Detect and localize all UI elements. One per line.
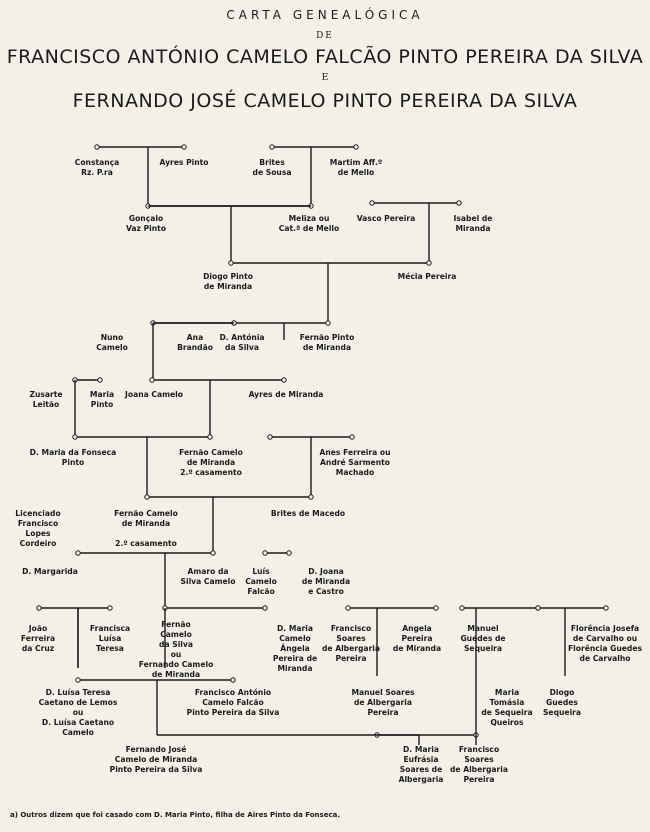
person-joao: João Ferreira da Cruz — [20, 624, 56, 653]
person-fernao-camelo-3: Fernão Camelo da Silva ou Fernando Camel… — [138, 620, 214, 679]
person-joana-miranda: D. Joana de Miranda e Castro — [301, 567, 351, 596]
person-zusarte: Zusarte Leitão — [29, 390, 63, 409]
marriage-node — [459, 605, 465, 611]
marriage-node — [535, 605, 541, 611]
marriage-node — [456, 200, 462, 206]
marriage-node — [281, 377, 287, 383]
marriage-node — [262, 605, 268, 611]
person-maria-fonseca: D. Maria da Fonseca Pinto — [29, 448, 117, 467]
marriage-node — [349, 434, 355, 440]
subject-name-2: FERNANDO JOSÉ CAMELO PINTO PEREIRA DA SI… — [72, 90, 578, 112]
person-nuno: Nuno Camelo — [96, 333, 128, 352]
person-ana: Ana Brandão — [177, 333, 213, 352]
person-licenciado: Licenciado Francisco Lopes Cordeiro — [15, 509, 61, 548]
marriage-node — [603, 605, 609, 611]
person-diogo-guedes: Diogo Guedes Sequeira — [542, 688, 582, 717]
marriage-node — [94, 144, 100, 150]
person-maria-pinto: Maria Pinto — [89, 390, 115, 409]
marriage-node — [107, 605, 113, 611]
person-martim: Martim Aff.º de Mello — [329, 158, 383, 177]
person-margarida: D. Margarida — [22, 567, 78, 576]
marriage-node — [286, 550, 292, 556]
marriage-node — [353, 144, 359, 150]
person-vasco: Vasco Pereira — [356, 214, 416, 223]
person-meliza: Meliza ou Cat.ª de Mello — [278, 214, 340, 233]
person-ayres-pinto: Ayres Pinto — [159, 158, 209, 167]
person-maria-tomasia: Maria Tomásia de Sequeira Queiros — [481, 688, 533, 727]
marriage-node — [228, 260, 234, 266]
person-anes: Anes Ferreira ou André Sarmento Machado — [319, 448, 391, 477]
marriage-node — [75, 677, 81, 683]
person-brites-sousa: Brites de Sousa — [252, 158, 292, 177]
marriage-node — [262, 550, 268, 556]
marriage-node — [267, 434, 273, 440]
person-florencia: Florência Josefa de Carvalho ou Florênci… — [567, 624, 643, 663]
marriage-node — [345, 605, 351, 611]
marriage-node — [426, 260, 432, 266]
person-fernao-pinto: Fernão Pinto de Miranda — [299, 333, 355, 352]
marriage-node — [72, 434, 78, 440]
person-francisco-antonio: Francisco António Camelo Falcão Pinto Pe… — [186, 688, 280, 717]
marriage-node — [149, 377, 155, 383]
marriage-node — [97, 377, 103, 383]
marriage-node — [325, 320, 331, 326]
marriage-node — [308, 494, 314, 500]
person-diogo-pinto: Diogo Pinto de Miranda — [203, 272, 253, 291]
marriage-node — [36, 605, 42, 611]
person-angela: Angela Pereira de Miranda — [392, 624, 442, 653]
marriage-node — [230, 677, 236, 683]
person-joana-camelo: Joana Camelo — [125, 390, 183, 399]
marriage-node — [75, 550, 81, 556]
marriage-node — [210, 550, 216, 556]
person-ayres-miranda: Ayres de Miranda — [248, 390, 324, 399]
person-isabel: Isabel de Miranda — [453, 214, 493, 233]
marriage-node — [144, 494, 150, 500]
person-manuel-soares: Manuel Soares de Albergaria Pereira — [351, 688, 415, 717]
person-antonia: D. Antónia da Silva — [219, 333, 265, 352]
person-brites-macedo: Brites de Macedo — [270, 509, 346, 518]
person-amaro: Amaro da Silva Camelo — [180, 567, 236, 586]
person-fernando-jose: Fernando José Camelo de Miranda Pinto Pe… — [109, 745, 203, 774]
person-maria-camelo: D. Maria Camelo Ângela Pereira de Mirand… — [272, 624, 318, 673]
person-luisa-teresa: D. Luísa Teresa Caetano de Lemos ou D. L… — [38, 688, 118, 737]
person-luis: Luís Camelo Falcão — [245, 567, 277, 596]
person-fernao-camelo-2: Fernão Camelo de Miranda 2.º casamento — [114, 509, 178, 548]
person-mecia: Mécia Pereira — [397, 272, 457, 281]
person-francisco-soares-2: Francisco Soares de Albergaria Pereira — [449, 745, 509, 784]
header-preposition: DE — [316, 31, 334, 41]
marriage-node — [369, 200, 375, 206]
header-conjunction: E — [321, 73, 329, 83]
marriage-node — [433, 605, 439, 611]
person-maria-eufrasia: D. Maria Eufrásia Soares de Albergaria — [398, 745, 444, 784]
person-constanca: Constança Rz. P.ra — [74, 158, 120, 177]
marriage-node — [269, 144, 275, 150]
person-manuel-guedes: Manuel Guedes de Sequeira — [460, 624, 506, 653]
person-goncalo: Gonçalo Vaz Pinto — [125, 214, 167, 233]
footnote: a) Outros dizem que foi casado com D. Ma… — [10, 811, 340, 819]
marriage-node — [181, 144, 187, 150]
person-fernao-camelo-1: Fernão Camelo de Miranda 2.º casamento — [179, 448, 243, 477]
person-francisca: Francisca Luísa Teresa — [89, 624, 131, 653]
person-francisco-soares-1: Francisco Soares de Albergaria Pereira — [321, 624, 381, 663]
marriage-node — [207, 434, 213, 440]
chart-label: CARTA GENEALÓGICA — [226, 8, 424, 22]
subject-name-1: FRANCISCO ANTÓNIO CAMELO FALCÃO PINTO PE… — [6, 46, 644, 68]
